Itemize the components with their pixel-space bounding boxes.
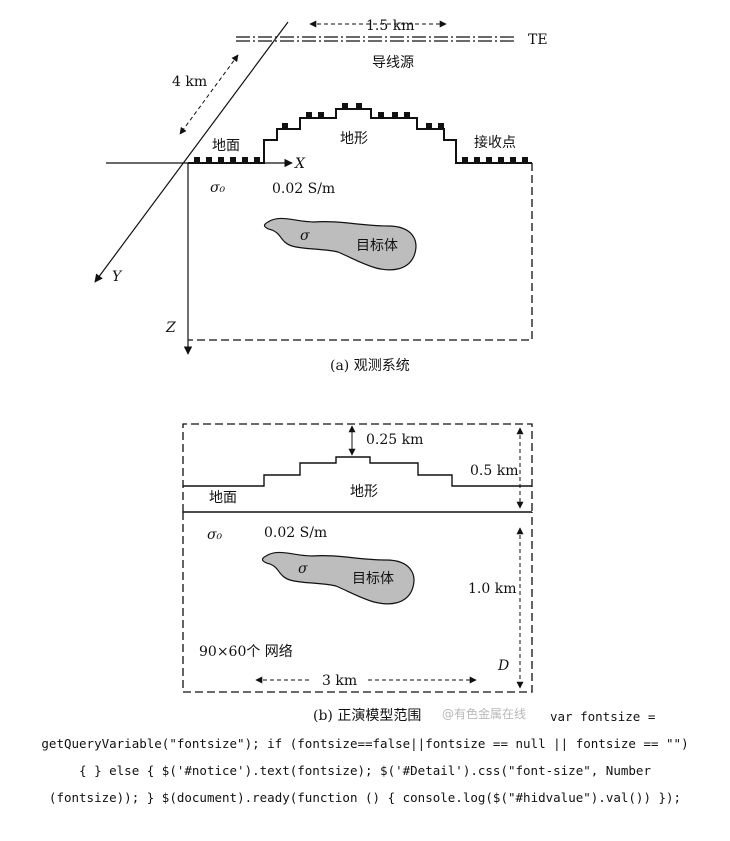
depth-axis-label: D bbox=[497, 658, 509, 674]
target-label-a: 目标体 bbox=[356, 238, 398, 254]
figure-canvas: 1.5 km TE 导线源 4 km X Y Z 地面 地形 bbox=[94, 18, 548, 693]
x-axis-label: X bbox=[294, 156, 306, 172]
code-line-1: var fontsize = bbox=[550, 709, 656, 724]
receiver-label: 接收点 bbox=[474, 134, 516, 151]
model-boundary-top bbox=[182, 423, 533, 512]
depth-value-label: 1.0 km bbox=[468, 581, 516, 597]
sigma-label-b: σ bbox=[298, 561, 308, 577]
figure-a: 1.5 km TE 导线源 4 km X Y Z 地面 地形 bbox=[94, 18, 548, 374]
code-line-4: (fontsize)); } $(document).ready(functio… bbox=[48, 790, 682, 805]
target-body-a bbox=[263, 217, 417, 271]
terrain-profile-b bbox=[183, 456, 532, 487]
code-line-3: { } else { $('#notice').text(fontsize); … bbox=[79, 763, 651, 778]
caption-b: (b) 正演模型范围 bbox=[313, 708, 422, 724]
offset-arrow bbox=[179, 54, 239, 135]
terrain-label-a: 地形 bbox=[340, 131, 368, 147]
figure-b: 0.25 km 0.5 km 地面 地形 σ₀ 0.02 S/m σ 目标体 1… bbox=[182, 423, 533, 693]
diagonal-y-axis bbox=[94, 21, 289, 283]
te-source-line bbox=[236, 36, 516, 42]
sigma-label-a: σ bbox=[300, 228, 310, 244]
source-span-label: 1.5 km bbox=[366, 18, 414, 34]
ground-label-b: 地面 bbox=[209, 490, 237, 506]
y-axis-label: Y bbox=[112, 269, 123, 285]
terrain-profile-a bbox=[188, 108, 532, 164]
sigma0-label-a: σ₀ bbox=[210, 180, 226, 196]
model-boundary-bottom bbox=[182, 512, 533, 693]
top-gap-label: 0.25 km bbox=[366, 432, 423, 448]
terrain-label-b: 地形 bbox=[350, 484, 378, 500]
conductivity-label-a: 0.02 S/m bbox=[272, 181, 335, 197]
code-line-2: getQueryVariable("fontsize"); if (fontsi… bbox=[41, 736, 689, 751]
watermark: @有色金属在线 bbox=[442, 707, 527, 721]
caption-a: (a) 观测系统 bbox=[330, 358, 410, 374]
z-axis-label: Z bbox=[165, 320, 176, 336]
ground-label-a: 地面 bbox=[212, 138, 240, 154]
grid-label: 90×60个 网络 bbox=[199, 644, 293, 660]
te-label: TE bbox=[528, 32, 548, 48]
target-body-b bbox=[261, 551, 415, 605]
width-label: 3 km bbox=[322, 673, 357, 689]
height-label: 0.5 km bbox=[470, 463, 518, 479]
sigma0-label-b: σ₀ bbox=[207, 527, 223, 543]
target-label-b: 目标体 bbox=[352, 571, 394, 587]
source-label: 导线源 bbox=[372, 55, 414, 71]
conductivity-label-b: 0.02 S/m bbox=[264, 525, 327, 541]
offset-label: 4 km bbox=[172, 74, 207, 90]
receiver-points bbox=[194, 103, 528, 162]
code-snippet: var fontsize = getQueryVariable("fontsiz… bbox=[0, 703, 730, 811]
